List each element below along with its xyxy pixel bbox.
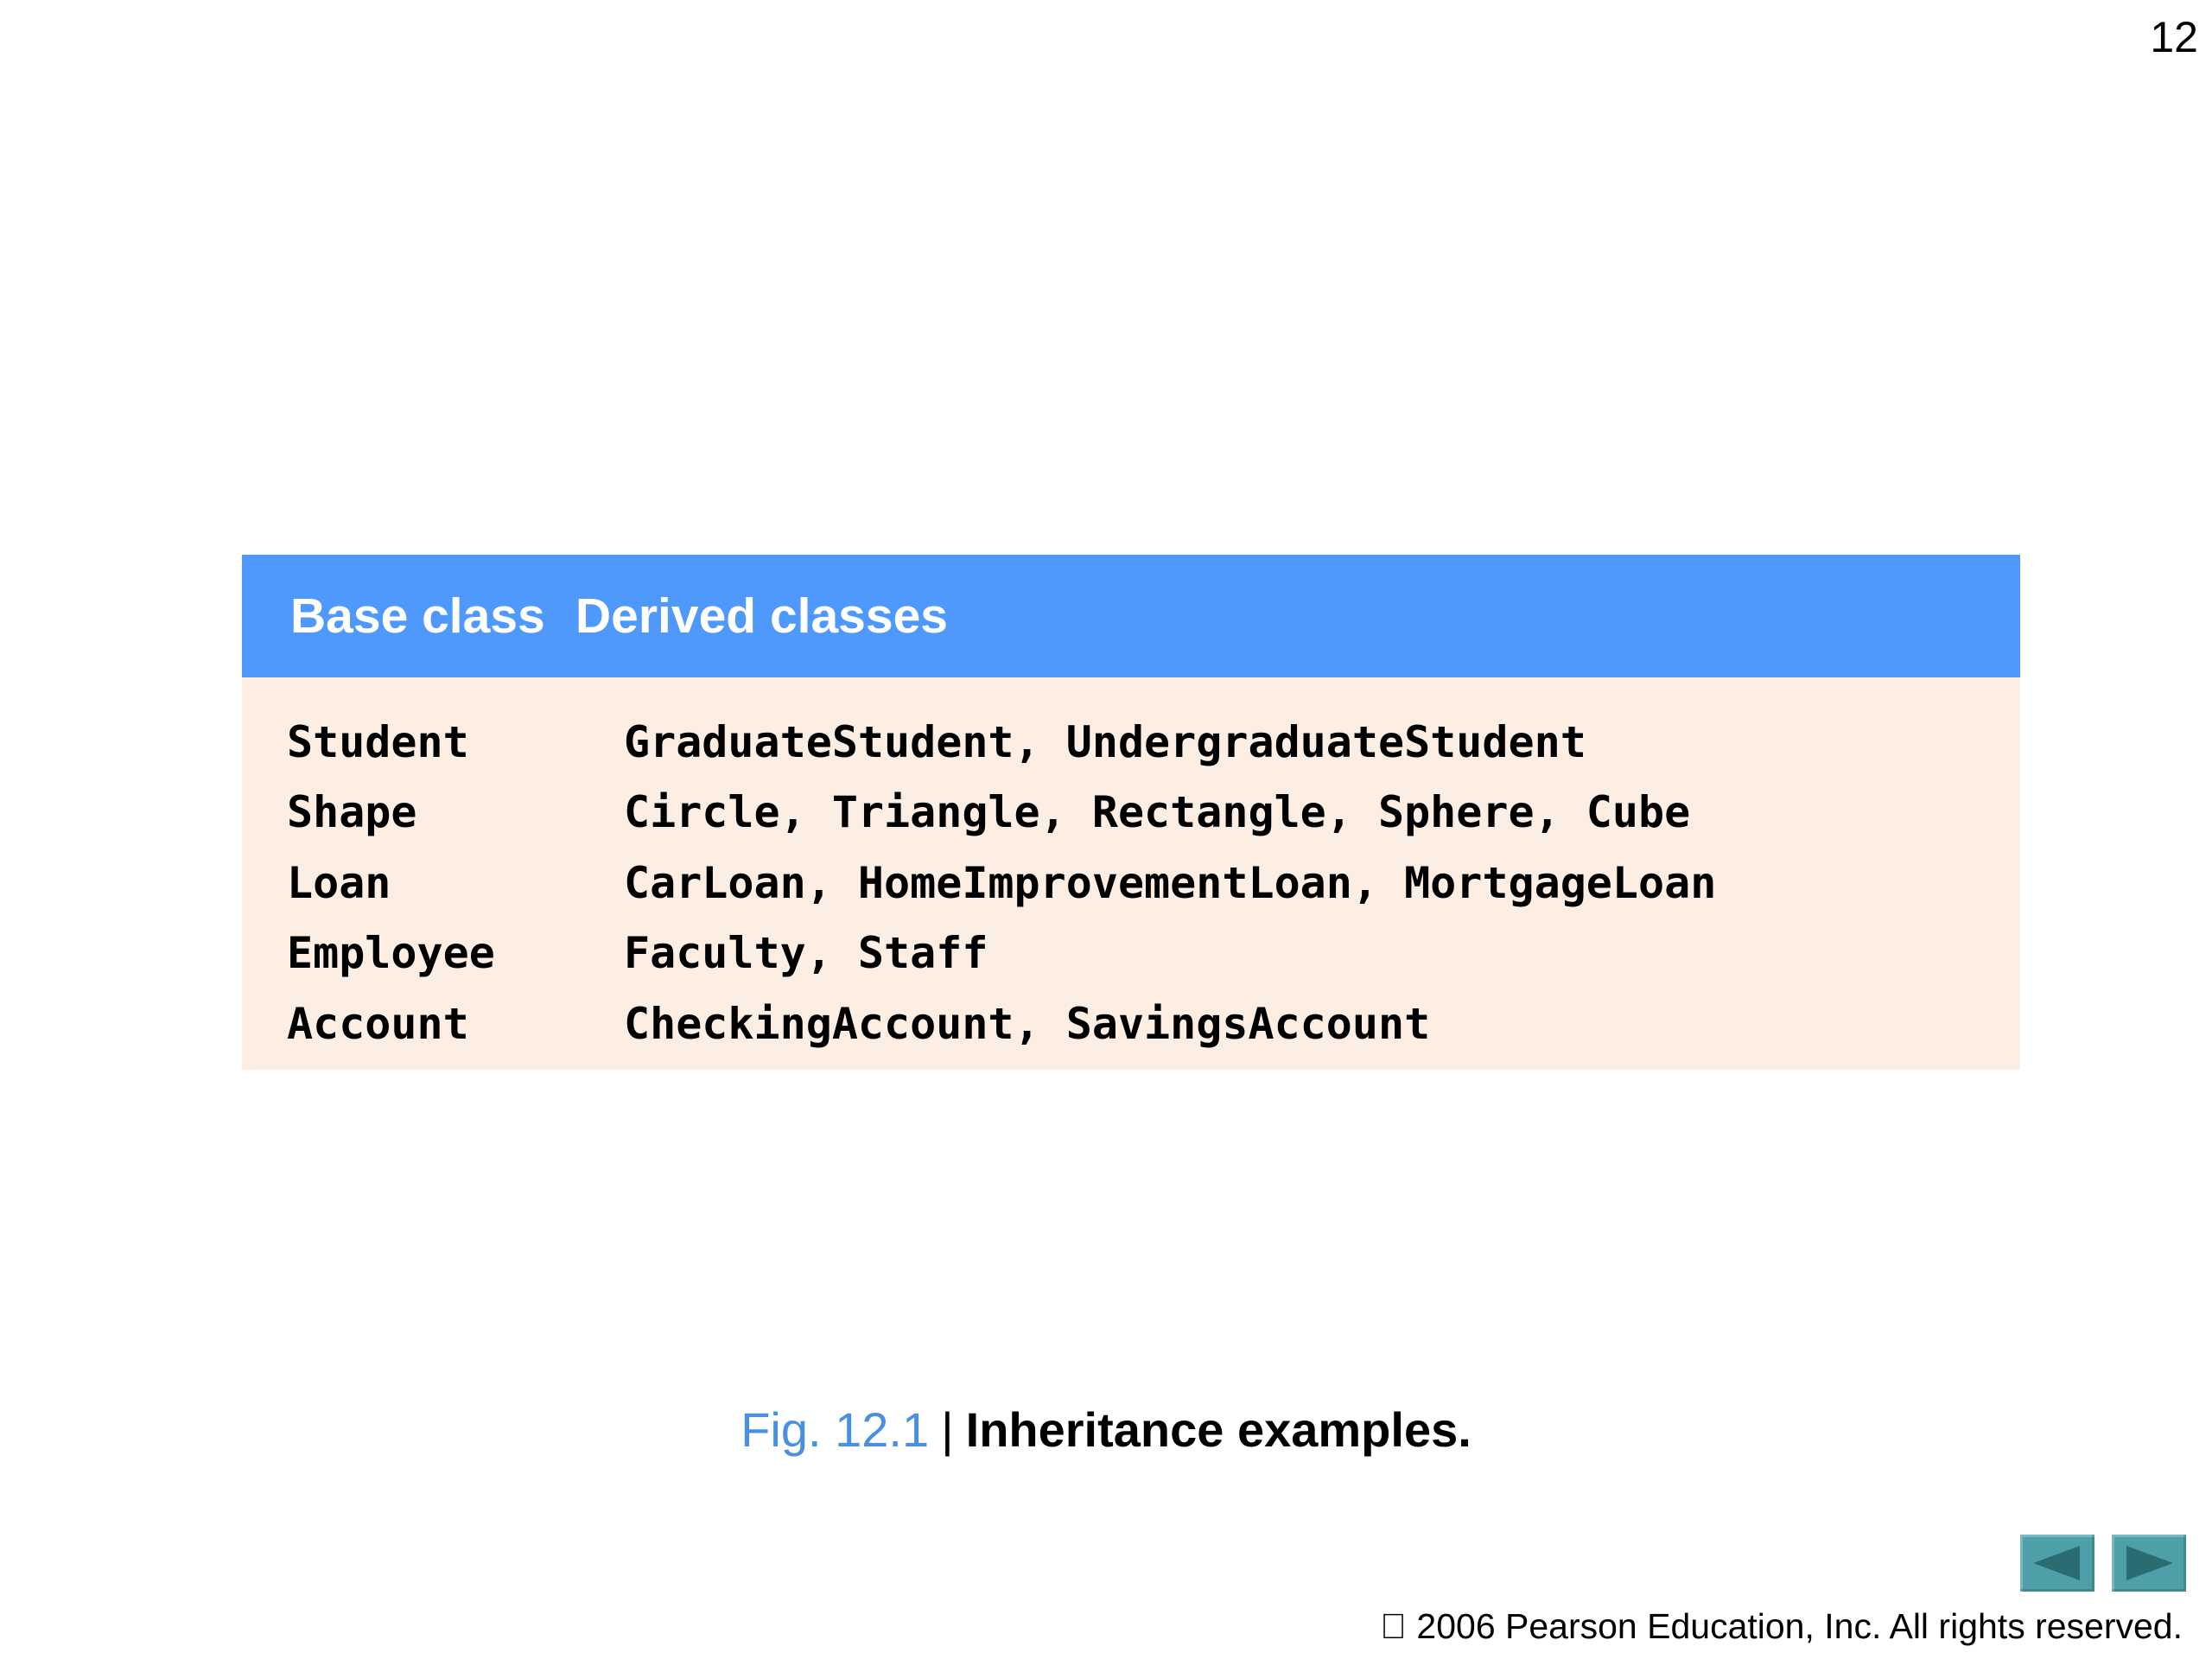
- table-row: Account CheckingAccount, SavingsAccount: [242, 988, 2020, 1059]
- copyright-notice:   2006 Pearson Education, Inc. All right…: [1380, 1606, 2183, 1646]
- derived-classes-cell: GraduateStudent, UndergraduateStudent: [624, 716, 1586, 767]
- derived-classes-cell: Faculty, Staff: [624, 928, 988, 979]
- triangle-left-icon: [2033, 1546, 2080, 1580]
- derived-classes-cell: Circle, Triangle, Rectangle, Sphere, Cub…: [624, 787, 1691, 838]
- base-class-cell: Loan: [287, 857, 391, 908]
- figure-caption: Fig. 12.1|Inheritance examples.: [0, 1402, 2212, 1458]
- triangle-right-icon: [2126, 1546, 2173, 1580]
- page-number: 12: [2150, 13, 2198, 61]
- base-class-cell: Student: [287, 716, 469, 767]
- caption-separator: |: [941, 1402, 954, 1457]
- base-class-cell: Employee: [287, 928, 495, 979]
- header-derived-classes: Derived classes: [575, 588, 948, 644]
- table-header: Base class Derived classes: [242, 555, 2020, 677]
- derived-classes-cell: CheckingAccount, SavingsAccount: [624, 998, 1431, 1049]
- inheritance-table: Base class Derived classes Student Gradu…: [242, 555, 2020, 1070]
- figure-label: Fig. 12.1: [741, 1402, 930, 1457]
- table-row: Shape Circle, Triangle, Rectangle, Spher…: [242, 778, 2020, 849]
- next-slide-button[interactable]: [2112, 1535, 2186, 1592]
- table-row: Student GraduateStudent, UndergraduateSt…: [242, 707, 2020, 778]
- table-row: Employee Faculty, Staff: [242, 918, 2020, 989]
- table-body: Student GraduateStudent, UndergraduateSt…: [242, 677, 2020, 1070]
- slide-navigation: [2020, 1535, 2186, 1592]
- derived-classes-cell: CarLoan, HomeImprovementLoan, MortgageLo…: [624, 857, 1717, 908]
- table-row: Loan CarLoan, HomeImprovementLoan, Mortg…: [242, 848, 2020, 918]
- base-class-cell: Shape: [287, 787, 417, 838]
- previous-slide-button[interactable]: [2020, 1535, 2094, 1592]
- base-class-cell: Account: [287, 998, 469, 1049]
- caption-title: Inheritance examples.: [965, 1402, 1471, 1457]
- header-base-class: Base class: [290, 588, 545, 644]
